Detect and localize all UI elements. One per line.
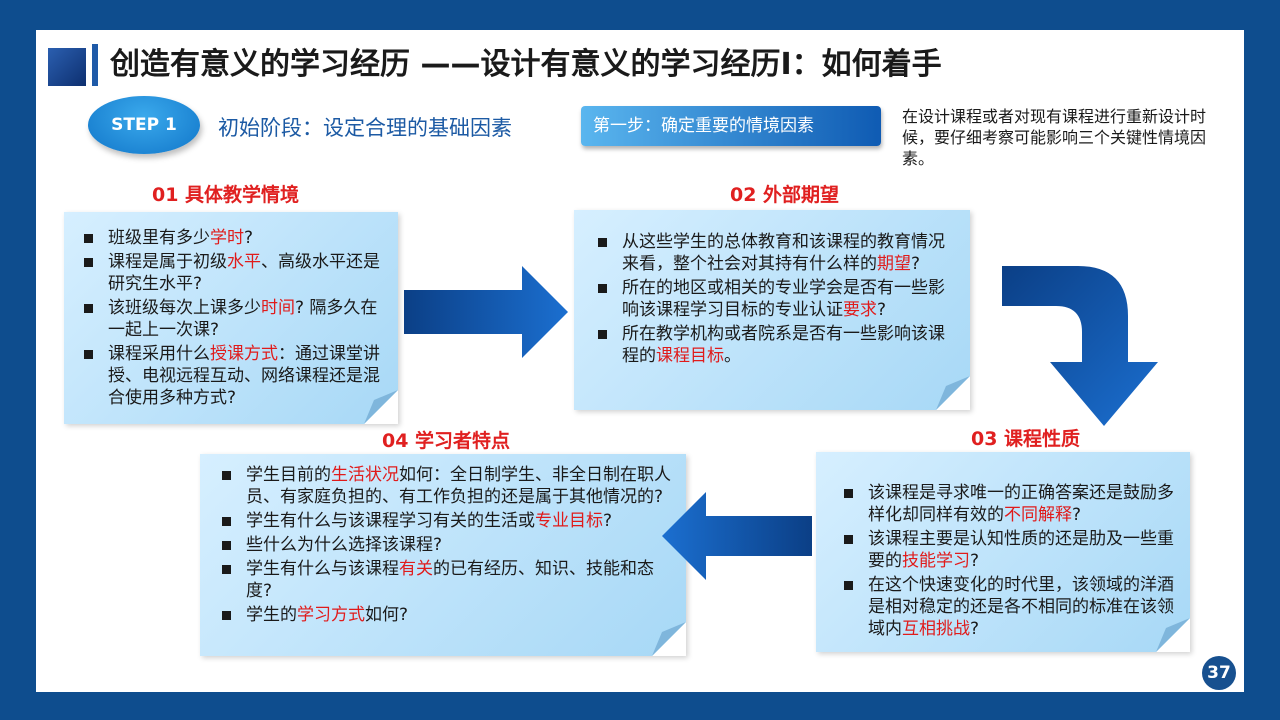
highlight-text: 课程目标: [656, 346, 724, 366]
page-number: 37: [1202, 656, 1236, 690]
item-text: ?: [244, 228, 254, 248]
item-text: 学生的: [246, 605, 297, 625]
highlight-text: 生活状况: [331, 465, 399, 485]
list-item: 该课程主要是认知性质的还是肋及一些重要的技能学习?: [842, 528, 1176, 572]
item-text: ?: [911, 254, 921, 274]
item-text: 些什么为什么选择该课程?: [246, 535, 443, 555]
list-item: 所在的地区或相关的专业学会是否有一些影响该课程学习目标的专业认证要求?: [596, 277, 956, 321]
item-text: 从这些学生的总体教育和该课程的教育情况来看，整个社会对其持有什么样的: [622, 232, 945, 274]
item-text: 课程采用什么: [108, 344, 210, 364]
item-text: 所在教学机构或者院系是否有一些影响该课程的: [622, 324, 945, 366]
page-curl-icon: [364, 390, 398, 424]
item-text: 学生有什么与该课程学习有关的生活或: [246, 511, 535, 531]
item-text: 在这个快速变化的时代里，该领域的洋酒是相对稳定的还是各不相同的标准在该领域内: [868, 575, 1174, 639]
highlight-text: 学时: [210, 228, 244, 248]
item-text: 该班级每次上课多少: [108, 298, 261, 318]
list-item: 课程采用什么授课方式：通过课堂讲授、电视远程互动、网络课程还是混合使用多种方式?: [82, 343, 386, 409]
step-badge: STEP 1: [88, 96, 200, 154]
item-text: 学生有什么与该课程: [246, 559, 399, 579]
title-bar-icon: [92, 44, 98, 86]
note-04: 学生目前的生活状况如何：全日制学生、非全日制在职人员、有家庭负担的、有工作负担的…: [200, 454, 686, 656]
list-item: 学生有什么与该课程有关的已有经历、知识、技能和态度?: [220, 558, 674, 602]
item-text: ?: [1072, 505, 1082, 525]
list-01: 班级里有多少学时?课程是属于初级水平、高级水平还是研究生水平?该班级每次上课多少…: [64, 212, 398, 409]
note-01: 班级里有多少学时?课程是属于初级水平、高级水平还是研究生水平?该班级每次上课多少…: [64, 212, 398, 424]
intro-text: 在设计课程或者对现有课程进行重新设计时候，要仔细考察可能影响三个关键性情境因素。: [902, 107, 1207, 168]
page-title: 创造有意义的学习经历 ——设计有意义的学习经历Ⅰ：如何着手: [110, 47, 942, 82]
note-03: 该课程是寻求唯一的正确答案还是鼓励多样化却同样有效的不同解释?该课程主要是认知性…: [816, 452, 1190, 652]
page-curl-icon: [652, 622, 686, 656]
item-text: 所在的地区或相关的专业学会是否有一些影响该课程学习目标的专业认证: [622, 278, 945, 320]
list-item: 课程是属于初级水平、高级水平还是研究生水平?: [82, 251, 386, 295]
item-text: 学生目前的: [246, 465, 331, 485]
item-text: 课程是属于初级: [108, 252, 227, 272]
list-item: 该班级每次上课多少时间? 隔多久在一起上一次课?: [82, 297, 386, 341]
list-item: 班级里有多少学时?: [82, 227, 386, 249]
highlight-text: 水平: [227, 252, 261, 272]
highlight-text: 授课方式: [210, 344, 278, 364]
highlight-text: 互相挑战: [902, 619, 970, 639]
highlight-text: 学习方式: [297, 605, 365, 625]
highlight-text: 有关: [399, 559, 433, 579]
item-text: ? 隔多久在一起上一次课?: [108, 298, 378, 340]
item-text: ：通过课堂讲授、电视远程互动、网络课程还是混合使用多种方式?: [108, 344, 380, 408]
item-text: 的已有经历、知识、技能和态度?: [246, 559, 654, 601]
page-curl-icon: [1156, 618, 1190, 652]
slide: 创造有意义的学习经历 ——设计有意义的学习经历Ⅰ：如何着手 STEP 1 初始阶…: [36, 30, 1244, 692]
item-text: 、高级水平还是研究生水平?: [108, 252, 380, 294]
highlight-text: 期望: [877, 254, 911, 274]
list-item: 些什么为什么选择该课程?: [220, 534, 674, 556]
page-curl-icon: [936, 376, 970, 410]
item-text: 如何?: [365, 605, 409, 625]
item-text: 。: [724, 346, 741, 366]
item-text: ?: [970, 619, 980, 639]
highlight-text: 时间: [261, 298, 295, 318]
list-item: 学生目前的生活状况如何：全日制学生、非全日制在职人员、有家庭负担的、有工作负担的…: [220, 464, 674, 508]
list-item: 所在教学机构或者院系是否有一些影响该课程的课程目标。: [596, 323, 956, 367]
item-text: 该课程主要是认知性质的还是肋及一些重要的: [868, 529, 1174, 571]
section-title-03: 03 课程性质: [971, 428, 1081, 450]
list-item: 学生的学习方式如何?: [220, 604, 674, 626]
list-03: 该课程是寻求唯一的正确答案还是鼓励多样化却同样有效的不同解释?该课程主要是认知性…: [816, 452, 1190, 640]
item-text: ?: [970, 551, 980, 571]
highlight-text: 技能学习: [902, 551, 970, 571]
highlight-text: 要求: [843, 300, 877, 320]
item-text: ?: [603, 511, 613, 531]
arrow-left-icon: [662, 492, 812, 580]
item-text: ?: [877, 300, 887, 320]
arrow-turn-down-icon: [1002, 266, 1158, 426]
title-square-icon: [48, 48, 86, 86]
highlight-text: 不同解释: [1004, 505, 1072, 525]
list-item: 学生有什么与该课程学习有关的生活或专业目标?: [220, 510, 674, 532]
item-text: 该课程是寻求唯一的正确答案还是鼓励多样化却同样有效的: [868, 483, 1174, 525]
section-title-01: 01 具体教学情境: [152, 184, 300, 206]
item-text: 如何：全日制学生、非全日制在职人员、有家庭负担的、有工作负担的还是属于其他情况的…: [246, 465, 671, 507]
list-item: 在这个快速变化的时代里，该领域的洋酒是相对稳定的还是各不相同的标准在该领域内互相…: [842, 574, 1176, 640]
section-title-02: 02 外部期望: [730, 184, 840, 206]
list-item: 该课程是寻求唯一的正确答案还是鼓励多样化却同样有效的不同解释?: [842, 482, 1176, 526]
item-text: 班级里有多少: [108, 228, 210, 248]
step-button[interactable]: 第一步：确定重要的情境因素: [581, 106, 881, 146]
phase-title: 初始阶段：设定合理的基础因素: [218, 116, 512, 140]
list-02: 从这些学生的总体教育和该课程的教育情况来看，整个社会对其持有什么样的期望?所在的…: [574, 210, 970, 367]
highlight-text: 专业目标: [535, 511, 603, 531]
section-title-04: 04 学习者特点: [382, 430, 511, 452]
arrow-right-icon: [404, 266, 568, 358]
list-04: 学生目前的生活状况如何：全日制学生、非全日制在职人员、有家庭负担的、有工作负担的…: [200, 454, 686, 626]
note-02: 从这些学生的总体教育和该课程的教育情况来看，整个社会对其持有什么样的期望?所在的…: [574, 210, 970, 410]
list-item: 从这些学生的总体教育和该课程的教育情况来看，整个社会对其持有什么样的期望?: [596, 231, 956, 275]
